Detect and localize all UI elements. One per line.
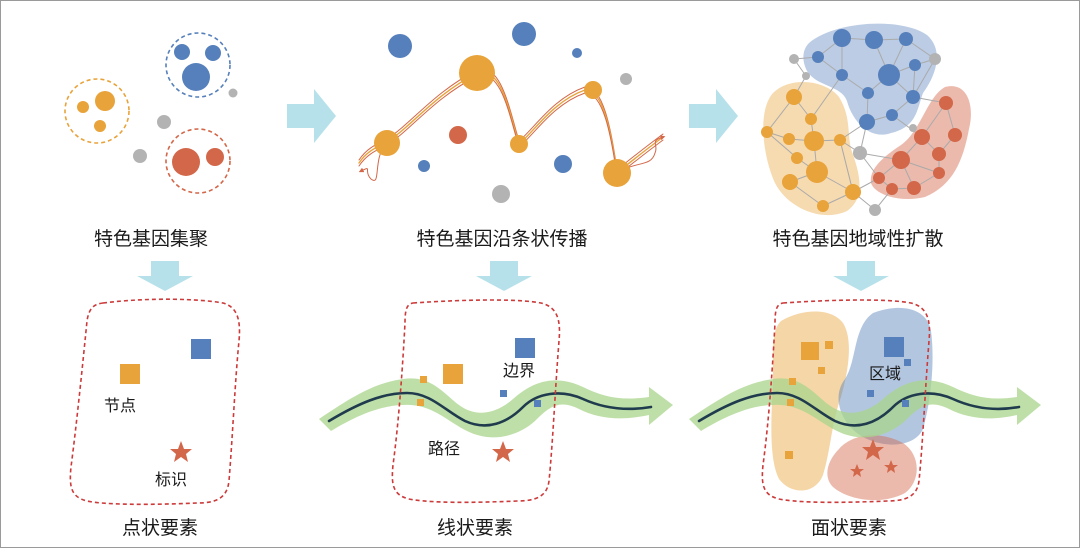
- path-node: [603, 159, 631, 187]
- element-2-title: 线状要素: [437, 517, 513, 539]
- small-square: [417, 399, 424, 406]
- blue-dot: [388, 34, 412, 58]
- network-nodes: [761, 29, 962, 216]
- node-square: [884, 337, 904, 357]
- river-path: [327, 391, 653, 427]
- node-square: [515, 338, 535, 358]
- small-square: [902, 400, 909, 407]
- label-region: 区域: [869, 364, 901, 383]
- gray-dot: [157, 115, 171, 129]
- gray-dot: [620, 73, 632, 85]
- propagation-path: [358, 71, 664, 175]
- element-1-title: 点状要素: [122, 517, 198, 539]
- stage-1-title: 特色基因集聚: [94, 228, 208, 250]
- label-node: 节点: [104, 396, 136, 415]
- path-node: [459, 55, 495, 91]
- path-node: [584, 81, 602, 99]
- gray-dot: [228, 88, 238, 98]
- panel-network: 特色基因地域性扩散: [761, 23, 971, 250]
- node-square: [801, 342, 819, 360]
- node-square: [191, 339, 211, 359]
- path-node: [374, 130, 400, 156]
- node-square: [120, 364, 140, 384]
- small-square: [420, 376, 427, 383]
- gray-dot: [492, 185, 510, 203]
- label-marker: 标识: [155, 470, 187, 489]
- region-red: [827, 435, 917, 501]
- star-marker: [884, 460, 898, 473]
- gray-dot: [133, 149, 147, 163]
- small-square: [785, 451, 793, 459]
- panel-cluster: 特色基因集聚: [64, 32, 238, 250]
- panel-point-elements: 节点 标识 点状要素: [69, 298, 241, 539]
- blue-dot: [554, 155, 572, 173]
- panel-line-elements: 边界 路径 线状要素: [319, 299, 673, 539]
- river-path: [697, 391, 1021, 427]
- small-square: [867, 390, 874, 397]
- star-marker: [862, 439, 884, 460]
- path-node: [510, 135, 528, 153]
- element-3-title: 面状要素: [811, 517, 887, 539]
- blue-dot: [418, 160, 430, 172]
- region-blue: [803, 23, 937, 135]
- node-square: [443, 364, 463, 384]
- arrow-down-3: [833, 261, 889, 291]
- star-marker: [492, 441, 514, 462]
- boundary-dashed: [761, 299, 931, 504]
- small-square: [825, 341, 833, 349]
- blue-dot: [512, 22, 536, 46]
- blue-dot: [572, 48, 582, 58]
- stage-3-title: 特色基因地域性扩散: [772, 228, 943, 250]
- cluster-blue: [165, 32, 231, 98]
- arrow-down-1: [137, 261, 193, 291]
- star-marker: [850, 464, 864, 477]
- cluster-orange: [64, 78, 130, 144]
- arrow-right-1: [287, 89, 336, 143]
- label-boundary: 边界: [503, 361, 535, 380]
- small-square: [904, 359, 911, 366]
- small-square: [787, 399, 794, 406]
- boundary-dashed: [391, 299, 561, 504]
- panel-area-elements: 区域 面状要素: [689, 299, 1041, 539]
- red-dot: [449, 126, 467, 144]
- small-square: [534, 400, 541, 407]
- label-path: 路径: [428, 439, 460, 458]
- small-square: [818, 367, 825, 374]
- stage-2-title: 特色基因沿条状传播: [416, 228, 587, 250]
- small-square: [500, 390, 507, 397]
- cluster-red: [165, 128, 231, 194]
- panel-strip: 特色基因沿条状传播: [358, 22, 666, 250]
- star-marker: [170, 441, 192, 462]
- arrow-right-2: [689, 89, 738, 143]
- boundary-dashed: [69, 298, 241, 506]
- small-square: [789, 378, 796, 385]
- arrow-down-2: [476, 261, 532, 291]
